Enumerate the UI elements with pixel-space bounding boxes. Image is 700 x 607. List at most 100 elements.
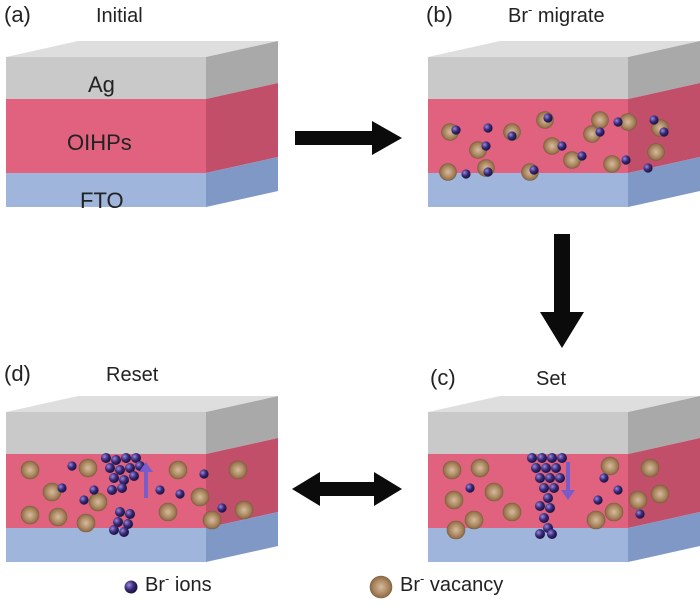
- br-vacancy: [502, 502, 522, 522]
- panel-b-title-base: Br: [508, 5, 528, 27]
- br-vacancy: [484, 482, 504, 502]
- panel-b-title: Br- migrate: [508, 3, 605, 27]
- migration-arrow-head: [139, 462, 153, 472]
- br-ion: [549, 483, 559, 493]
- stack-b: [428, 41, 700, 207]
- br-ion: [577, 151, 587, 161]
- arrow-head-left: [292, 472, 320, 506]
- fto-layer-side: [206, 512, 278, 562]
- br-ion: [535, 529, 545, 539]
- br-ion: [613, 117, 623, 127]
- legend-vacancy-rest: vacancy: [424, 574, 504, 596]
- arrow-head-right: [374, 472, 402, 506]
- br-vacancy: [439, 163, 457, 181]
- br-ion: [529, 165, 539, 175]
- ag-top-face: [428, 396, 700, 412]
- legend-markers: [124, 575, 393, 599]
- br-vacancy: [628, 490, 648, 510]
- br-vacancy: [20, 460, 40, 480]
- br-ion: [543, 113, 553, 123]
- br-ion: [115, 465, 125, 475]
- panel-c-letter: (c): [430, 365, 456, 390]
- process-arrow-right: [295, 121, 402, 155]
- arrow-shaft: [554, 234, 570, 314]
- br-ion: [465, 483, 475, 493]
- fto-layer-side: [628, 512, 700, 562]
- panel-c-title: Set: [536, 368, 567, 390]
- br-ion: [557, 453, 567, 463]
- oihp-layer-side: [206, 83, 278, 173]
- ag-layer-front: [428, 57, 628, 99]
- br-ion: [507, 131, 517, 141]
- layer-oihps-label: OIHPs: [67, 130, 132, 155]
- br-ion: [117, 483, 127, 493]
- br-vacancy: [190, 487, 210, 507]
- panel-d-letter: (d): [4, 361, 31, 386]
- br-ion: [547, 529, 557, 539]
- br-vacancy: [168, 460, 188, 480]
- panel-a-letter: (a): [4, 2, 31, 27]
- br-ion: [125, 509, 135, 519]
- ag-top-face: [6, 396, 278, 412]
- br-ion: [113, 517, 123, 527]
- br-ion: [125, 463, 135, 473]
- br-ion: [109, 525, 119, 535]
- br-ion: [643, 163, 653, 173]
- br-vacancy: [647, 143, 665, 161]
- br-vacancy: [158, 502, 178, 522]
- br-ion: [107, 485, 117, 495]
- br-ion: [545, 473, 555, 483]
- br-ion: [105, 463, 115, 473]
- br-ion: [121, 453, 131, 463]
- br-ion: [57, 483, 67, 493]
- fto-layer-front: [6, 528, 206, 562]
- br-ion: [593, 495, 603, 505]
- br-vacancy: [446, 520, 466, 540]
- br-vacancy: [48, 507, 68, 527]
- br-ion: [155, 485, 165, 495]
- br-ion: [557, 141, 567, 151]
- br-ion: [541, 463, 551, 473]
- br-ion: [539, 513, 549, 523]
- br-ion: [119, 475, 129, 485]
- ag-top-face: [6, 41, 278, 57]
- legend-vacancy-sup: -: [420, 571, 425, 586]
- br-vacancy: [234, 500, 254, 520]
- br-ion: [217, 503, 227, 513]
- br-ion: [547, 453, 557, 463]
- stack-a: [6, 41, 278, 207]
- br-ion: [659, 127, 669, 137]
- br-ion: [545, 503, 555, 513]
- br-vacancy: [586, 510, 606, 530]
- br-vacancy: [76, 513, 96, 533]
- br-ion: [535, 473, 545, 483]
- legend-ions-label: Br- ions: [145, 572, 212, 596]
- br-ion: [109, 473, 119, 483]
- layer-fto-label: FTO: [80, 188, 124, 213]
- br-vacancy: [88, 492, 108, 512]
- br-ion: [535, 501, 545, 511]
- br-vacancy: [470, 458, 490, 478]
- legend-vacancy-label: Br- vacancy: [400, 572, 504, 596]
- particle-layer: [20, 111, 670, 599]
- ag-layer-side: [206, 396, 278, 454]
- br-vacancy: [604, 502, 624, 522]
- br-ion: [79, 495, 89, 505]
- fto-layer-front: [6, 173, 206, 207]
- br-ion: [543, 493, 553, 503]
- arrow-head: [540, 312, 584, 348]
- br-ion: [635, 509, 645, 519]
- legend-vacancy-base: Br: [400, 574, 420, 596]
- legend-ions-rest: ions: [169, 574, 212, 596]
- br-vacancy: [650, 484, 670, 504]
- arrow-layer: [139, 121, 584, 506]
- legend-ions-base: Br: [145, 574, 165, 596]
- br-ion: [621, 155, 631, 165]
- br-ion: [539, 483, 549, 493]
- ag-layer-side: [628, 396, 700, 454]
- arrow-shaft: [295, 131, 374, 145]
- br-ion: [131, 453, 141, 463]
- panel-b-title-rest: migrate: [532, 5, 605, 27]
- br-ion: [115, 507, 125, 517]
